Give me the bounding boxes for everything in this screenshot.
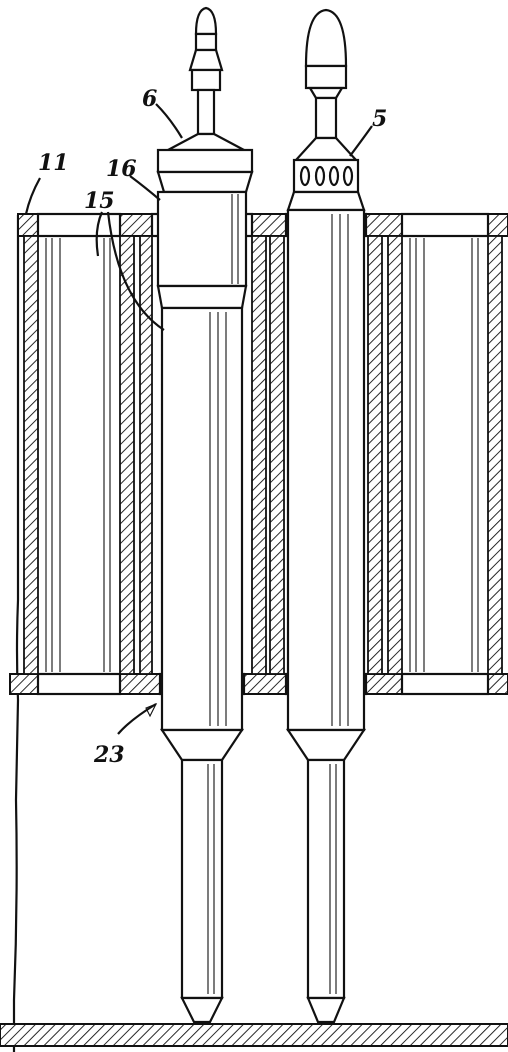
ref-numeral-23: 23 bbox=[93, 742, 125, 768]
ref-numeral-11: 11 bbox=[38, 150, 69, 176]
ref-numeral-6: 6 bbox=[142, 86, 157, 112]
ref-numeral-15: 15 bbox=[84, 188, 115, 214]
top-plate bbox=[17, 212, 508, 238]
rod-assembly-6 bbox=[156, 6, 254, 1024]
rod-assembly-5 bbox=[285, 8, 367, 1024]
left-frame-edge bbox=[12, 215, 20, 1052]
base-floor bbox=[0, 1023, 508, 1047]
tube-interior-lines bbox=[45, 238, 479, 672]
ref-numeral-5: 5 bbox=[372, 106, 387, 132]
tube-walls bbox=[23, 235, 503, 675]
bottom-plate bbox=[9, 672, 508, 696]
leader-lines bbox=[24, 103, 373, 735]
ref-numeral-16: 16 bbox=[106, 156, 137, 182]
